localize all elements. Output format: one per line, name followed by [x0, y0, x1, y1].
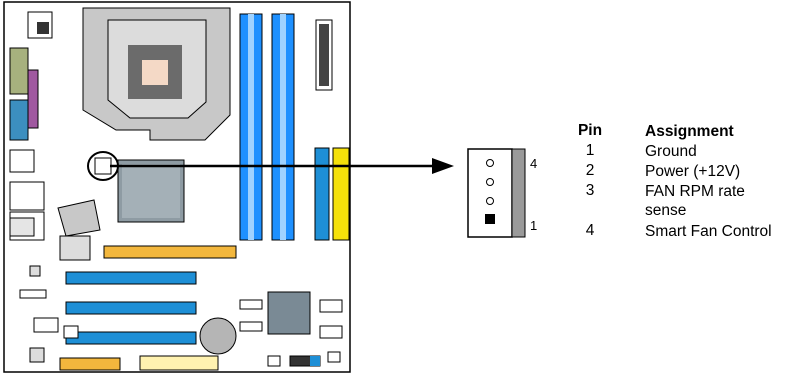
pin-header: Pin	[577, 122, 603, 139]
header-r5	[267, 355, 281, 367]
header-r2	[239, 321, 263, 332]
cnr-slot	[59, 357, 121, 371]
northbridge-top	[122, 164, 180, 218]
header-r6	[327, 351, 341, 363]
small-jumper-1	[29, 265, 41, 277]
usb-header	[33, 317, 59, 333]
pin-2-hole	[486, 197, 494, 205]
pin-1-label: 1	[530, 218, 538, 233]
floppy-connector	[139, 355, 219, 371]
pin-3-hole	[486, 178, 494, 186]
pin-number: 2	[585, 162, 595, 179]
atx-power-pins	[319, 24, 329, 86]
io-chip-small	[59, 235, 91, 261]
sys-fan-header	[63, 325, 79, 339]
io-lan-port	[9, 181, 45, 211]
pin-assignment: Smart Fan Control	[645, 223, 772, 240]
io-usb-1	[9, 149, 35, 173]
southbridge-chip	[267, 291, 311, 335]
pci-slot-1	[65, 271, 197, 285]
pin-number: 4	[585, 222, 595, 239]
header-r4	[319, 325, 343, 339]
io-vga-port	[9, 99, 29, 141]
audio-header-color	[310, 356, 320, 366]
io-audio-jack	[9, 217, 35, 237]
pin-1-square	[485, 214, 495, 224]
pin-4-label: 4	[530, 156, 538, 171]
bios-chip	[29, 347, 45, 363]
io-chip-diamond	[57, 199, 101, 237]
pin-assignment: Ground	[645, 143, 697, 160]
pin-number: 3	[585, 182, 595, 199]
pin-assignment: Power (+12V)	[645, 163, 741, 180]
pin-number: 1	[585, 142, 595, 159]
pointer-arrowhead	[432, 158, 454, 174]
agp-slot	[103, 245, 237, 259]
dimm-slot-2-inner	[280, 14, 286, 240]
cmos-battery	[199, 317, 237, 355]
connector-side-latch	[511, 148, 526, 238]
cpu-die	[142, 60, 168, 85]
pin-4-hole	[486, 159, 494, 167]
front-panel-header	[19, 289, 47, 299]
pci-slot-2	[65, 301, 197, 315]
header-r3	[319, 299, 343, 313]
ide-connector-yellow	[332, 147, 350, 241]
header-r1	[239, 299, 263, 310]
io-parallel-port	[27, 69, 39, 129]
assignment-header: Assignment	[645, 123, 734, 140]
dimm-slot-1-inner	[248, 14, 254, 240]
ide-connector-blue	[314, 147, 330, 241]
pin-assignment: FAN RPM rate sense	[645, 183, 745, 219]
io-ps2-inner	[37, 22, 49, 34]
